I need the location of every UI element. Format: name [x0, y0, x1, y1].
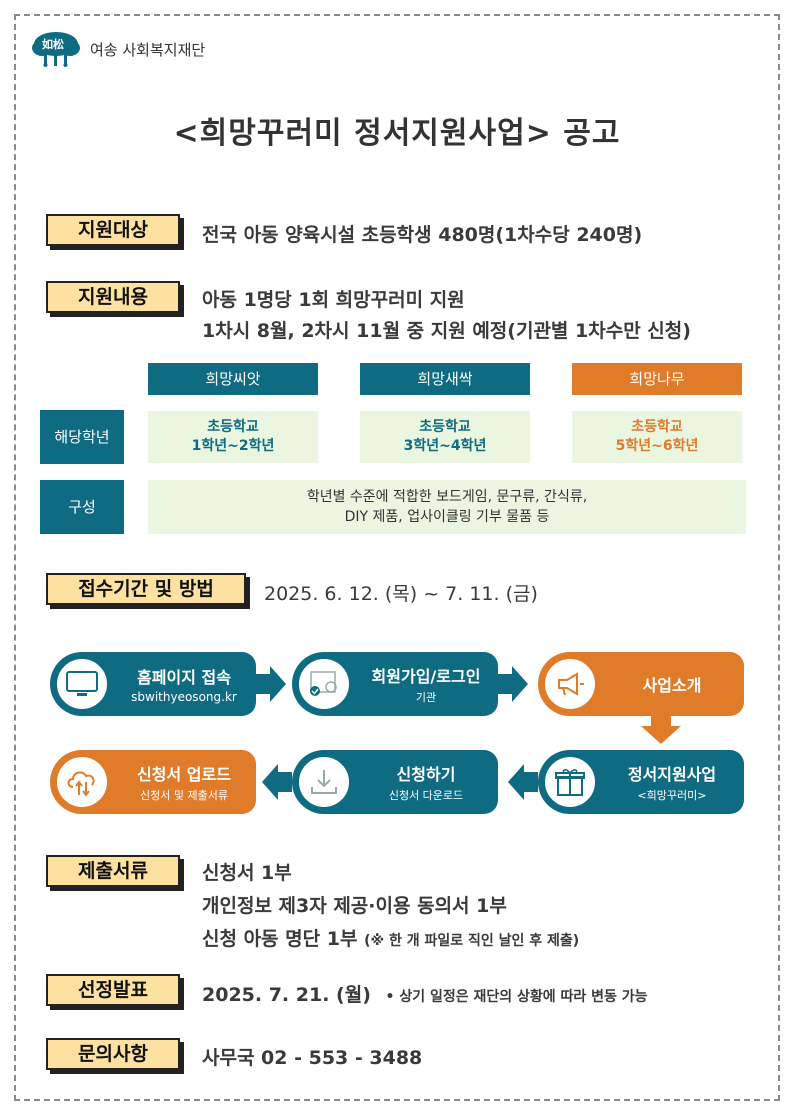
- step-login-title: 회원가입/로그인: [371, 667, 481, 686]
- announce-date: 2025. 7. 21. (월): [202, 984, 371, 1006]
- step-apply-sub: 신청서 다운로드: [388, 789, 464, 802]
- arrow-left-icon: [508, 764, 538, 800]
- step-login-sub: 기관: [415, 691, 437, 704]
- program-header-seed: 희망씨앗: [148, 363, 318, 395]
- org-name: 여송 사회복지재단: [90, 40, 206, 59]
- step-upload-sub: 신청서 및 제출서류: [140, 789, 228, 802]
- step-apply: 신청하기 신청서 다운로드: [292, 750, 498, 814]
- period-text: 2025. 6. 12. (목) ~ 7. 11. (금): [264, 583, 538, 605]
- step-program: 정서지원사업 <희망꾸러미>: [538, 750, 744, 814]
- announce-note: • 상기 일정은 재단의 상황에 따라 변동 가능: [385, 989, 648, 1005]
- grade-seed-line1: 초등학교: [207, 419, 259, 435]
- arrow-down-icon: [641, 716, 681, 744]
- contact-text: 사무국 02 - 553 - 3488: [202, 1047, 423, 1069]
- step-homepage-title: 홈페이지 접속: [137, 668, 231, 687]
- step-intro: 사업소개: [538, 652, 744, 716]
- megaphone-icon: [542, 656, 598, 712]
- tree-logo-icon: 如松: [30, 30, 82, 68]
- step-upload-title: 신청서 업로드: [137, 765, 231, 784]
- step-intro-title: 사업소개: [642, 676, 702, 695]
- step-login: 회원가입/로그인 기관: [292, 652, 498, 716]
- arrow-left-icon: [262, 764, 292, 800]
- grade-sprout-line2: 3학년~4학년: [403, 438, 487, 454]
- announce-row: 2025. 7. 21. (월) • 상기 일정은 재단의 상황에 따라 변동 …: [202, 980, 648, 1007]
- step-homepage-url: sbwithyeosong.kr: [131, 690, 237, 704]
- user-check-icon: [296, 656, 352, 712]
- page-border: [14, 14, 780, 1101]
- announce-label: 선정발표: [46, 974, 180, 1006]
- grade-sprout-line1: 초등학교: [419, 419, 471, 435]
- composition-box: 학년별 수준에 적합한 보드게임, 문구류, 간식류, DIY 제품, 업사이클…: [148, 480, 746, 534]
- page-title: <희망꾸러미 정서지원사업> 공고: [173, 116, 621, 151]
- documents-note: (※ 한 개 파일로 직인 날인 후 제출): [364, 933, 580, 949]
- composition-line2: DIY 제품, 업사이클링 기부 물품 등: [344, 509, 550, 525]
- program-header-tree: 희망나무: [572, 363, 742, 395]
- grade-sprout: 초등학교 3학년~4학년: [360, 411, 530, 463]
- grade-seed: 초등학교 1학년~2학년: [148, 411, 318, 463]
- grade-label: 해당학년: [40, 410, 124, 464]
- cloud-upload-icon: [54, 754, 110, 810]
- logo-chars: 如松: [42, 38, 64, 51]
- contact-label: 문의사항: [46, 1038, 180, 1070]
- documents-line2: 개인정보 제3자 제공·이용 동의서 1부: [202, 895, 507, 917]
- content-line2: 1차시 8월, 2차시 11월 중 지원 예정(기관별 1차수만 신청): [202, 320, 691, 342]
- period-label: 접수기간 및 방법: [46, 573, 246, 605]
- step-program-sub: <희망꾸러미>: [637, 789, 707, 802]
- grade-seed-line2: 1학년~2학년: [191, 438, 275, 454]
- content-label: 지원내용: [46, 281, 180, 313]
- target-label: 지원대상: [46, 214, 180, 246]
- composition-label: 구성: [40, 480, 124, 534]
- documents-label: 제출서류: [46, 855, 180, 887]
- step-program-title: 정서지원사업: [627, 765, 717, 784]
- documents-line3-row: 신청 아동 명단 1부 (※ 한 개 파일로 직인 날인 후 제출): [202, 924, 579, 951]
- content-line1: 아동 1명당 1회 희망꾸러미 지원: [202, 289, 465, 311]
- documents-line1: 신청서 1부: [202, 862, 292, 884]
- grade-tree-line1: 초등학교: [631, 419, 683, 435]
- composition-line1: 학년별 수준에 적합한 보드게임, 문구류, 간식류,: [306, 489, 588, 505]
- step-apply-title: 신청하기: [396, 765, 456, 784]
- grade-tree-line2: 5학년~6학년: [615, 438, 699, 454]
- org-logo: 如松 여송 사회복지재단: [30, 30, 205, 68]
- arrow-right-icon: [256, 666, 286, 702]
- arrow-right-icon: [498, 666, 528, 702]
- step-upload: 신청서 업로드 신청서 및 제출서류: [50, 750, 256, 814]
- target-text: 전국 아동 양육시설 초등학생 480명(1차수당 240명): [202, 224, 643, 246]
- gift-icon: [542, 754, 598, 810]
- download-icon: [296, 754, 352, 810]
- program-header-sprout: 희망새싹: [360, 363, 530, 395]
- grade-tree: 초등학교 5학년~6학년: [572, 411, 742, 463]
- monitor-icon: [54, 656, 110, 712]
- documents-line3: 신청 아동 명단 1부: [202, 928, 358, 950]
- step-homepage: 홈페이지 접속 sbwithyeosong.kr: [50, 652, 256, 716]
